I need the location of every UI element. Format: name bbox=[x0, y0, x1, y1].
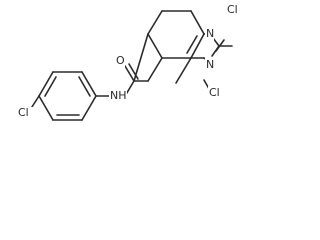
bond bbox=[124, 65, 135, 82]
atom-label-n-lower: N bbox=[206, 58, 214, 71]
molecule-structure-diagram: Cl N N Cl O NH Cl bbox=[17, 3, 242, 121]
atom-label-carbonyl-o: O bbox=[116, 54, 125, 67]
atom-label-cl-right: Cl bbox=[209, 86, 220, 99]
bond-layer bbox=[29, 10, 233, 121]
bond bbox=[81, 95, 97, 121]
bond bbox=[147, 33, 163, 59]
atom-label-amide-nh: NH bbox=[110, 89, 127, 102]
bond bbox=[147, 10, 163, 35]
bond bbox=[133, 33, 149, 82]
atom-label-cl-top: Cl bbox=[227, 3, 238, 16]
atom-label-n-upper: N bbox=[206, 27, 214, 40]
atom-label-layer: Cl N N Cl O NH Cl bbox=[17, 3, 242, 120]
bond bbox=[190, 33, 205, 59]
atom-label-cl-para: Cl bbox=[18, 106, 29, 119]
bond bbox=[38, 71, 54, 97]
bond bbox=[190, 10, 205, 35]
bond bbox=[175, 57, 192, 84]
bond bbox=[147, 57, 163, 82]
bond bbox=[78, 76, 91, 97]
bond bbox=[38, 95, 54, 121]
bond bbox=[128, 63, 139, 80]
bond bbox=[186, 35, 198, 54]
bond bbox=[44, 76, 57, 97]
bond bbox=[81, 71, 97, 97]
